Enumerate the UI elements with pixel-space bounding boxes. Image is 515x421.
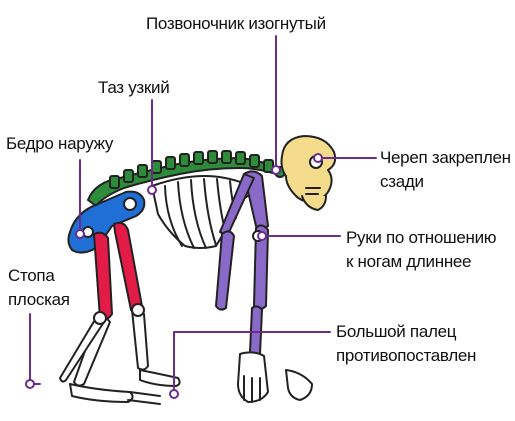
leader-spine-dot xyxy=(272,166,280,174)
label-arms-line2: к ногам длиннее xyxy=(346,252,471,272)
label-skull-line2: сзади xyxy=(380,172,424,192)
label-pelvis: Таз узкий xyxy=(98,78,169,98)
label-femur: Бедро наружу xyxy=(6,134,113,154)
skull xyxy=(282,136,336,210)
label-skull-line1: Череп закреплен xyxy=(380,148,511,168)
hands xyxy=(238,352,312,402)
label-toe-line1: Большой палец xyxy=(336,322,456,342)
lower-legs xyxy=(60,304,180,404)
leader-pelvis-dot xyxy=(148,186,156,194)
leader-skull-dot xyxy=(314,154,322,162)
leader-femur-dot xyxy=(76,230,84,238)
label-spine: Позвоночник изогнутый xyxy=(146,14,326,34)
label-foot-line2: плоская xyxy=(8,290,70,310)
leader-foot-dot xyxy=(26,380,34,388)
leader-foot xyxy=(30,314,40,384)
label-toe-line2: противопоставлен xyxy=(336,346,476,366)
label-arms-line1: Руки по отношению xyxy=(346,228,496,248)
label-foot-line1: Стопа xyxy=(8,266,55,286)
leader-arms-dot xyxy=(258,232,266,240)
leader-toe-dot xyxy=(170,390,178,398)
